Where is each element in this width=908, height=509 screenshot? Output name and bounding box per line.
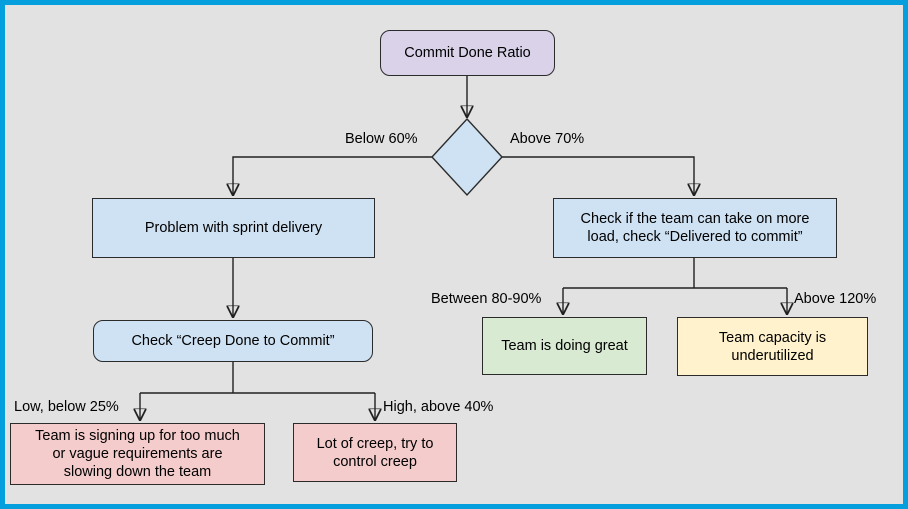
edge-label-above-70: Above 70% <box>510 131 585 147</box>
node-problem-with-sprint-delivery: Problem with sprint delivery <box>92 198 375 258</box>
node-label: Team capacity is underutilized <box>718 329 827 364</box>
edge-label-below-60: Below 60% <box>345 131 418 147</box>
edge-label-between-80-90: Between 80-90% <box>431 291 542 307</box>
node-label: Team is doing great <box>501 338 628 354</box>
node-check-creep-done-to-commit: Check “Creep Done to Commit” <box>93 320 373 362</box>
decision-diamond <box>431 117 503 197</box>
node-label: Commit Done Ratio <box>404 45 531 61</box>
edge-label-high-above-40: High, above 40% <box>383 399 494 415</box>
node-check-team-take-more-load: Check if the team can take on more load,… <box>553 198 837 258</box>
node-team-capacity-underutilized: Team capacity is underutilized <box>677 317 868 376</box>
edge-label-low-below-25: Low, below 25% <box>14 399 119 415</box>
node-label: Team is signing up for too much or vague… <box>35 428 240 480</box>
connector-decision-to-check-load <box>502 156 694 194</box>
node-signing-up-too-much: Team is signing up for too much or vague… <box>10 423 265 485</box>
node-label: Check “Creep Done to Commit” <box>131 333 335 349</box>
node-team-doing-great: Team is doing great <box>482 317 647 375</box>
node-label: Check if the team can take on more load,… <box>580 211 810 245</box>
node-label: Lot of creep, try to control creep <box>316 435 434 470</box>
edge-label-above-120: Above 120% <box>794 291 877 307</box>
connector-decision-to-problem <box>233 156 432 194</box>
node-label: Problem with sprint delivery <box>144 220 323 236</box>
node-commit-done-ratio: Commit Done Ratio <box>380 30 555 76</box>
node-lot-of-creep: Lot of creep, try to control creep <box>293 423 457 482</box>
